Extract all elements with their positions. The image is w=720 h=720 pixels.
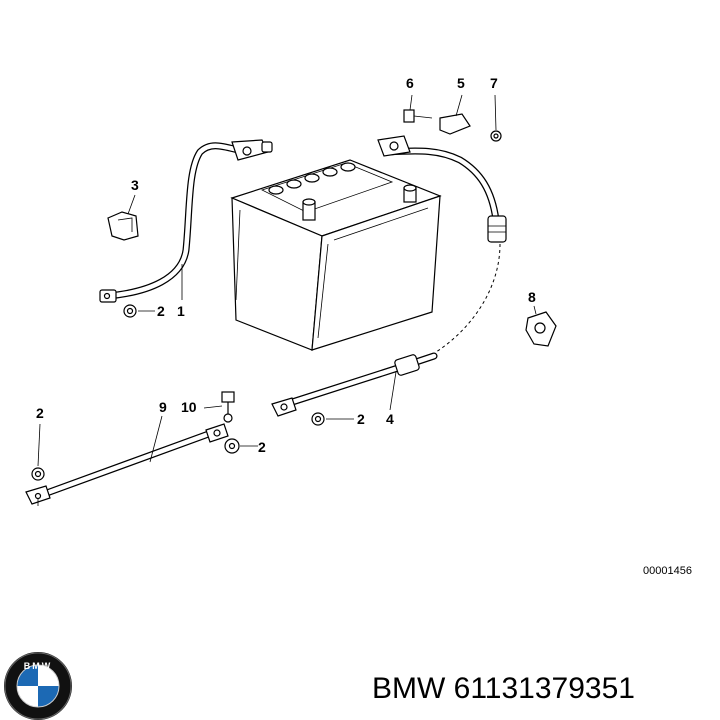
- callouts: 1 2 3 4 5 6 7 8 2 9 10 2 2: [36, 75, 536, 455]
- part-number-label: BMW 61131379351: [372, 672, 635, 705]
- callout-2-d: 2: [36, 405, 44, 421]
- bmw-logo: BMW: [4, 652, 72, 720]
- callout-9: 9: [159, 399, 167, 415]
- nut-part-2-lower: [224, 438, 240, 454]
- callout-2-b: 2: [357, 411, 365, 427]
- callout-3: 3: [131, 177, 139, 193]
- callout-5: 5: [457, 75, 465, 91]
- callout-2-a: 2: [157, 303, 165, 319]
- logo-letters: BMW: [24, 661, 53, 671]
- callout-8: 8: [528, 289, 536, 305]
- battery: [230, 159, 442, 351]
- clamp-part-5: [439, 113, 471, 135]
- clip-part-3: [107, 211, 139, 241]
- nut-part-2-mid: [311, 412, 325, 426]
- callout-10: 10: [181, 399, 197, 415]
- callout-7: 7: [490, 75, 498, 91]
- screw-part-10: [221, 391, 235, 423]
- callout-4: 4: [386, 411, 394, 427]
- bolt-part-6: [403, 109, 433, 123]
- cable-9-strap: [25, 423, 229, 506]
- callout-6: 6: [406, 75, 414, 91]
- leader-lines: [37, 94, 537, 467]
- drawing-code: 00001456: [643, 565, 692, 577]
- connector-part-8: [525, 311, 557, 347]
- nut-part-2-left: [31, 467, 45, 481]
- nut-part-7: [490, 130, 502, 142]
- callout-2-c: 2: [258, 439, 266, 455]
- cable-4-positive: [271, 135, 507, 417]
- callout-1: 1: [177, 303, 185, 319]
- nut-part-2-top: [123, 304, 137, 318]
- cable-1-ground: [99, 139, 273, 303]
